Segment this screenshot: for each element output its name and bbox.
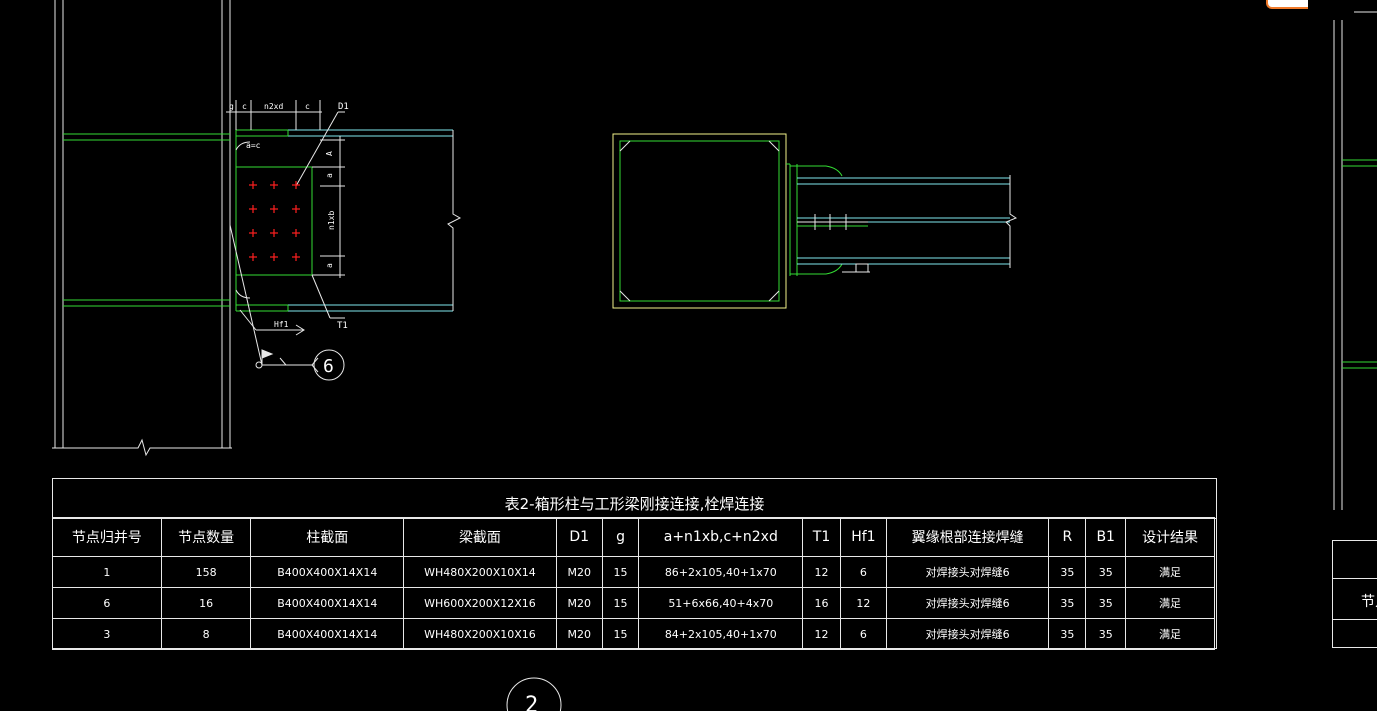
table-cell: 86+2x105,40+1x70 xyxy=(638,556,804,588)
table-title: 表2-箱形柱与工形梁刚接连接,栓焊连接 xyxy=(53,479,1216,519)
table-header-cell: D1 xyxy=(555,517,603,557)
table-header-cell: 翼缘根部连接焊缝 xyxy=(885,517,1050,557)
table-cell: 6 xyxy=(52,587,162,619)
bolt-icon xyxy=(270,229,278,237)
adjacent-table-text: 节点 xyxy=(1361,594,1377,610)
table-cell: M20 xyxy=(555,587,603,619)
table-cell: 6 xyxy=(839,618,887,650)
bolt-icon xyxy=(249,205,257,213)
label-weld-size: a=c xyxy=(246,141,261,150)
table-cell: 对焊接头对焊缝6 xyxy=(885,556,1050,588)
table-cell: 满足 xyxy=(1125,587,1215,619)
table-cell: 3 xyxy=(52,618,162,650)
table-cell: 对焊接头对焊缝6 xyxy=(885,587,1050,619)
table-cell: 满足 xyxy=(1125,556,1215,588)
table-header-cell: R xyxy=(1048,517,1087,557)
table-cell: 35 xyxy=(1085,618,1127,650)
box-column-elevation xyxy=(52,0,232,457)
table-header-cell: B1 xyxy=(1085,517,1127,557)
table-cell: 15 xyxy=(601,618,640,650)
table-cell: 15 xyxy=(601,587,640,619)
bolt-icon xyxy=(249,229,257,237)
table-cell: 16 xyxy=(802,587,841,619)
table-cell: 12 xyxy=(802,618,841,650)
table-cell: 12 xyxy=(839,587,887,619)
column-section-view xyxy=(612,133,1018,309)
table-cell: M20 xyxy=(555,556,603,588)
table-cell: 16 xyxy=(160,587,252,619)
bolt-icon xyxy=(249,181,257,189)
table-cell: 对焊接头对焊缝6 xyxy=(885,618,1050,650)
table-cell: 6 xyxy=(839,556,887,588)
table-header-cell: a+n1xb,c+n2xd xyxy=(638,517,804,557)
bolt-icon xyxy=(292,181,300,189)
table-cell: WH480X200X10X14 xyxy=(403,556,557,588)
adjacent-drawing-fragment xyxy=(1333,11,1377,510)
table-cell: 满足 xyxy=(1125,618,1215,650)
table-cell: 84+2x105,40+1x70 xyxy=(638,618,804,650)
label-dim-n2xd: n2xd xyxy=(264,102,283,111)
table-cell: WH600X200X12X16 xyxy=(403,587,557,619)
table-header-cell: 设计结果 xyxy=(1125,517,1215,557)
view-number: 2 xyxy=(525,693,538,711)
label-dim-c2: c xyxy=(305,102,310,111)
table-cell: 15 xyxy=(601,556,640,588)
adjacent-table-fragment: 节点 xyxy=(1332,540,1377,648)
label-dim-a2: a xyxy=(325,263,334,268)
table-cell: B400X400X14X14 xyxy=(250,587,405,619)
bolt-icon xyxy=(249,253,257,261)
table-cell: B400X400X14X14 xyxy=(250,556,405,588)
table-cell: 51+6x66,40+4x70 xyxy=(638,587,804,619)
label-dim-c1: c xyxy=(242,102,247,111)
table-cell: M20 xyxy=(555,618,603,650)
table-cell: 35 xyxy=(1048,556,1087,588)
table-header-cell: 节点归并号 xyxy=(52,517,162,557)
table-cell: 35 xyxy=(1048,587,1087,619)
table-header-cell: 梁截面 xyxy=(403,517,557,557)
label-plate-t1: T1 xyxy=(337,321,348,331)
table-cell: 158 xyxy=(160,556,252,588)
bolt-icon xyxy=(292,229,300,237)
table-cell: 1 xyxy=(52,556,162,588)
bolt-icon xyxy=(270,253,278,261)
bolt-icon xyxy=(270,181,278,189)
bolt-icon xyxy=(270,205,278,213)
table-header-cell: 节点数量 xyxy=(160,517,252,557)
label-gap-g: g xyxy=(229,102,234,111)
table-cell: 35 xyxy=(1085,556,1127,588)
bolt-icon xyxy=(292,253,300,261)
label-dim-A: A xyxy=(325,151,334,156)
table-header-cell: Hf1 xyxy=(839,517,887,557)
detail-labels: g c n2xd c D1 a=c A a n1xb a T1 Hf1 6 xyxy=(229,102,349,377)
table-cell: 35 xyxy=(1048,618,1087,650)
table-header-cell: T1 xyxy=(802,517,841,557)
table-cell: 8 xyxy=(160,618,252,650)
table-cell: 35 xyxy=(1085,587,1127,619)
bolt-icon xyxy=(292,205,300,213)
table-cell: 12 xyxy=(802,556,841,588)
bolt-group xyxy=(249,181,300,261)
table-cell: B400X400X14X14 xyxy=(250,618,405,650)
callout-number: 6 xyxy=(323,356,334,377)
label-dim-a1: a xyxy=(325,173,334,178)
app-logo-badge xyxy=(1266,0,1308,9)
label-hf1: Hf1 xyxy=(274,320,289,329)
view-number-callout: 2 xyxy=(506,677,562,711)
label-bolt-d1: D1 xyxy=(338,102,349,112)
beam-connection-detail xyxy=(226,100,462,381)
table-header-cell: g xyxy=(601,517,640,557)
table-cell: WH480X200X10X16 xyxy=(403,618,557,650)
label-dim-n1xb: n1xb xyxy=(327,211,336,230)
table-header-cell: 柱截面 xyxy=(250,517,405,557)
